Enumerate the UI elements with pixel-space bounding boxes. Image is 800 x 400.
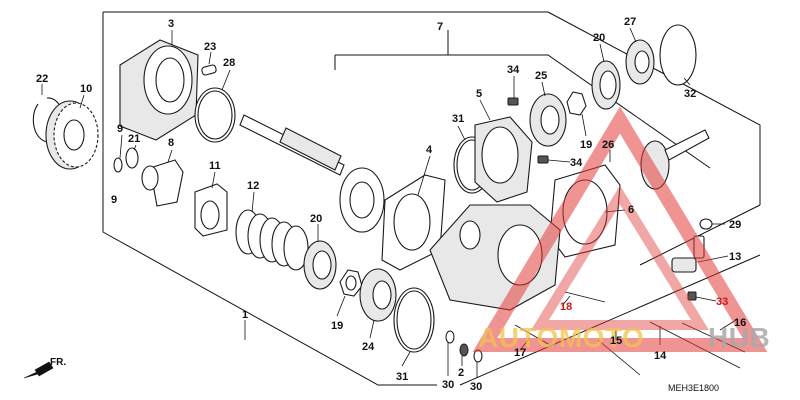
circlip-part — [659, 24, 697, 86]
washer-part — [445, 330, 483, 363]
collar-part — [194, 183, 228, 237]
ball-bearing-part — [625, 39, 655, 85]
assembly-frame — [102, 11, 761, 386]
callout-13: 13 — [729, 251, 741, 263]
callout-6: 6 — [628, 204, 634, 216]
gear-part — [45, 100, 99, 170]
bearing-holder-part — [474, 116, 533, 203]
ball-bearing-part — [359, 268, 397, 322]
front-direction-label: FR. — [50, 357, 66, 368]
needle-bearing-part — [303, 240, 337, 290]
callout-27: 27 — [624, 16, 636, 28]
callout-16: 16 — [734, 317, 746, 329]
callout-25: 25 — [535, 70, 547, 82]
callout-21: 21 — [128, 133, 140, 145]
bolt-part — [687, 291, 697, 301]
callout-numbers: 22 10 3 23 28 7 9 21 8 9 11 12 20 19 24 … — [36, 16, 746, 393]
callout-34a: 34 — [507, 64, 520, 76]
gasket-part — [381, 174, 446, 271]
callout-34b: 34 — [570, 157, 583, 169]
callout-24: 24 — [362, 341, 375, 353]
callout-2: 2 — [458, 367, 464, 379]
o-ring-part — [393, 287, 435, 353]
watermark-triangle — [472, 106, 768, 352]
ball-bearing-part — [529, 93, 567, 147]
callout-5: 5 — [476, 88, 482, 100]
callout-30a: 30 — [442, 379, 454, 391]
callout-31b: 31 — [396, 371, 408, 383]
callout-15: 15 — [610, 335, 622, 347]
callout-11: 11 — [209, 160, 221, 172]
callout-26: 26 — [602, 139, 614, 151]
front-arrow-icon — [23, 361, 54, 379]
callout-1: 1 — [242, 309, 248, 321]
watermark-text-left: AUTOMOTO — [478, 322, 644, 353]
callout-9b: 9 — [111, 194, 117, 206]
callout-17: 17 — [514, 347, 526, 359]
callout-9a: 9 — [117, 123, 123, 135]
callout-29: 29 — [729, 219, 741, 231]
callout-31a: 31 — [452, 113, 464, 125]
callout-32: 32 — [684, 88, 696, 100]
callout-19b: 19 — [580, 139, 592, 151]
watermark-text-right: HUB — [708, 322, 770, 353]
diagram-code: MEH3E1800 — [668, 383, 719, 393]
pinion-shaft-part — [239, 114, 385, 233]
bolt-part — [507, 97, 549, 164]
callout-4: 4 — [426, 144, 433, 156]
callout-30b: 30 — [470, 381, 482, 393]
bearing-holder-part — [119, 39, 199, 141]
callout-20b: 20 — [593, 32, 605, 44]
lock-nut-part — [566, 91, 587, 116]
callout-7: 7 — [437, 21, 443, 33]
callout-20a: 20 — [310, 213, 322, 225]
callout-18: 18 — [560, 301, 572, 313]
callout-8: 8 — [168, 137, 174, 149]
spring-part — [235, 209, 309, 271]
o-ring-part — [194, 87, 236, 143]
front-direction-indicator: FR. — [23, 357, 66, 379]
dowel-pin-part — [201, 64, 217, 76]
callout-33: 33 — [716, 296, 728, 308]
callout-3: 3 — [168, 18, 174, 30]
lock-nut-part — [339, 269, 363, 297]
leader-lines — [41, 27, 737, 378]
joint-part — [141, 159, 184, 207]
needle-bearing-part — [591, 60, 621, 110]
callout-19a: 19 — [331, 320, 343, 332]
callout-22: 22 — [36, 73, 48, 85]
washer-part — [113, 147, 139, 173]
callout-28: 28 — [223, 57, 235, 69]
callout-14: 14 — [654, 350, 667, 362]
watermark: AUTOMOTO HUB — [472, 106, 770, 353]
callout-10: 10 — [80, 83, 92, 95]
callout-12: 12 — [247, 180, 259, 192]
washer-part — [699, 218, 713, 230]
callout-23: 23 — [204, 41, 216, 53]
